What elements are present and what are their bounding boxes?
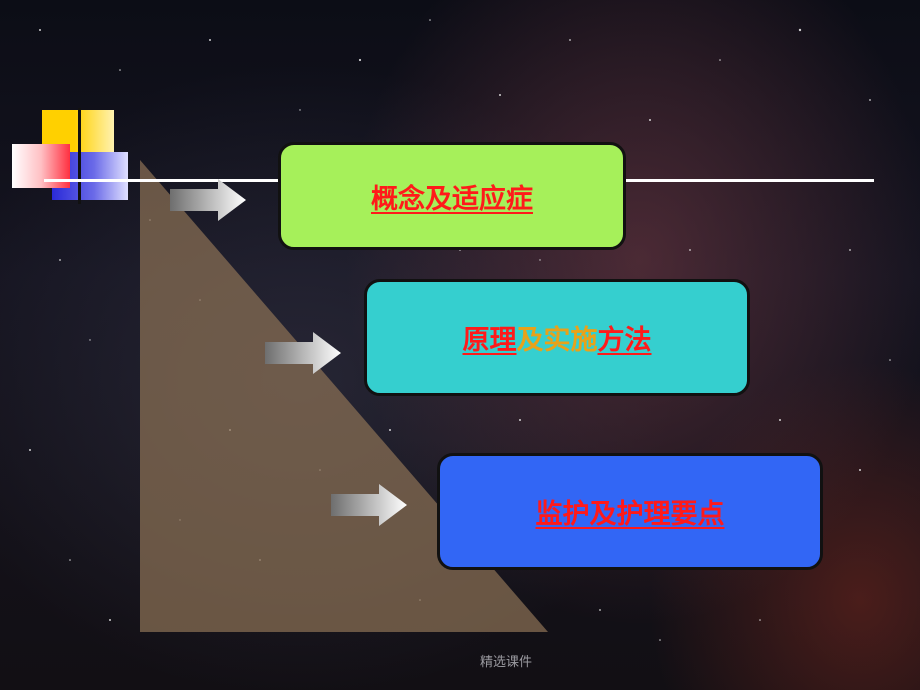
arrow-right-icon [265, 332, 341, 374]
arrow-right-icon [331, 484, 407, 526]
monitoring-nursing-link[interactable]: 监护及护理要点 [437, 453, 823, 570]
concept-indications-label: 概念及适应症 [371, 183, 533, 215]
concept-indications-link[interactable]: 概念及适应症 [278, 142, 626, 250]
footer-text: 精选课件 [480, 655, 533, 670]
principle-label: 原理 [462, 325, 517, 356]
header-line-right [626, 179, 874, 182]
methods-label: 方法 [597, 325, 652, 356]
principle-methods-link[interactable]: 原理及实施方法 [364, 279, 750, 396]
monitoring-nursing-label: 监护及护理要点 [535, 499, 725, 530]
implementation-label: 及实施 [516, 325, 598, 356]
arrow-right-icon [170, 179, 246, 221]
header-line-left [44, 179, 280, 182]
decorative-squares [10, 108, 135, 208]
